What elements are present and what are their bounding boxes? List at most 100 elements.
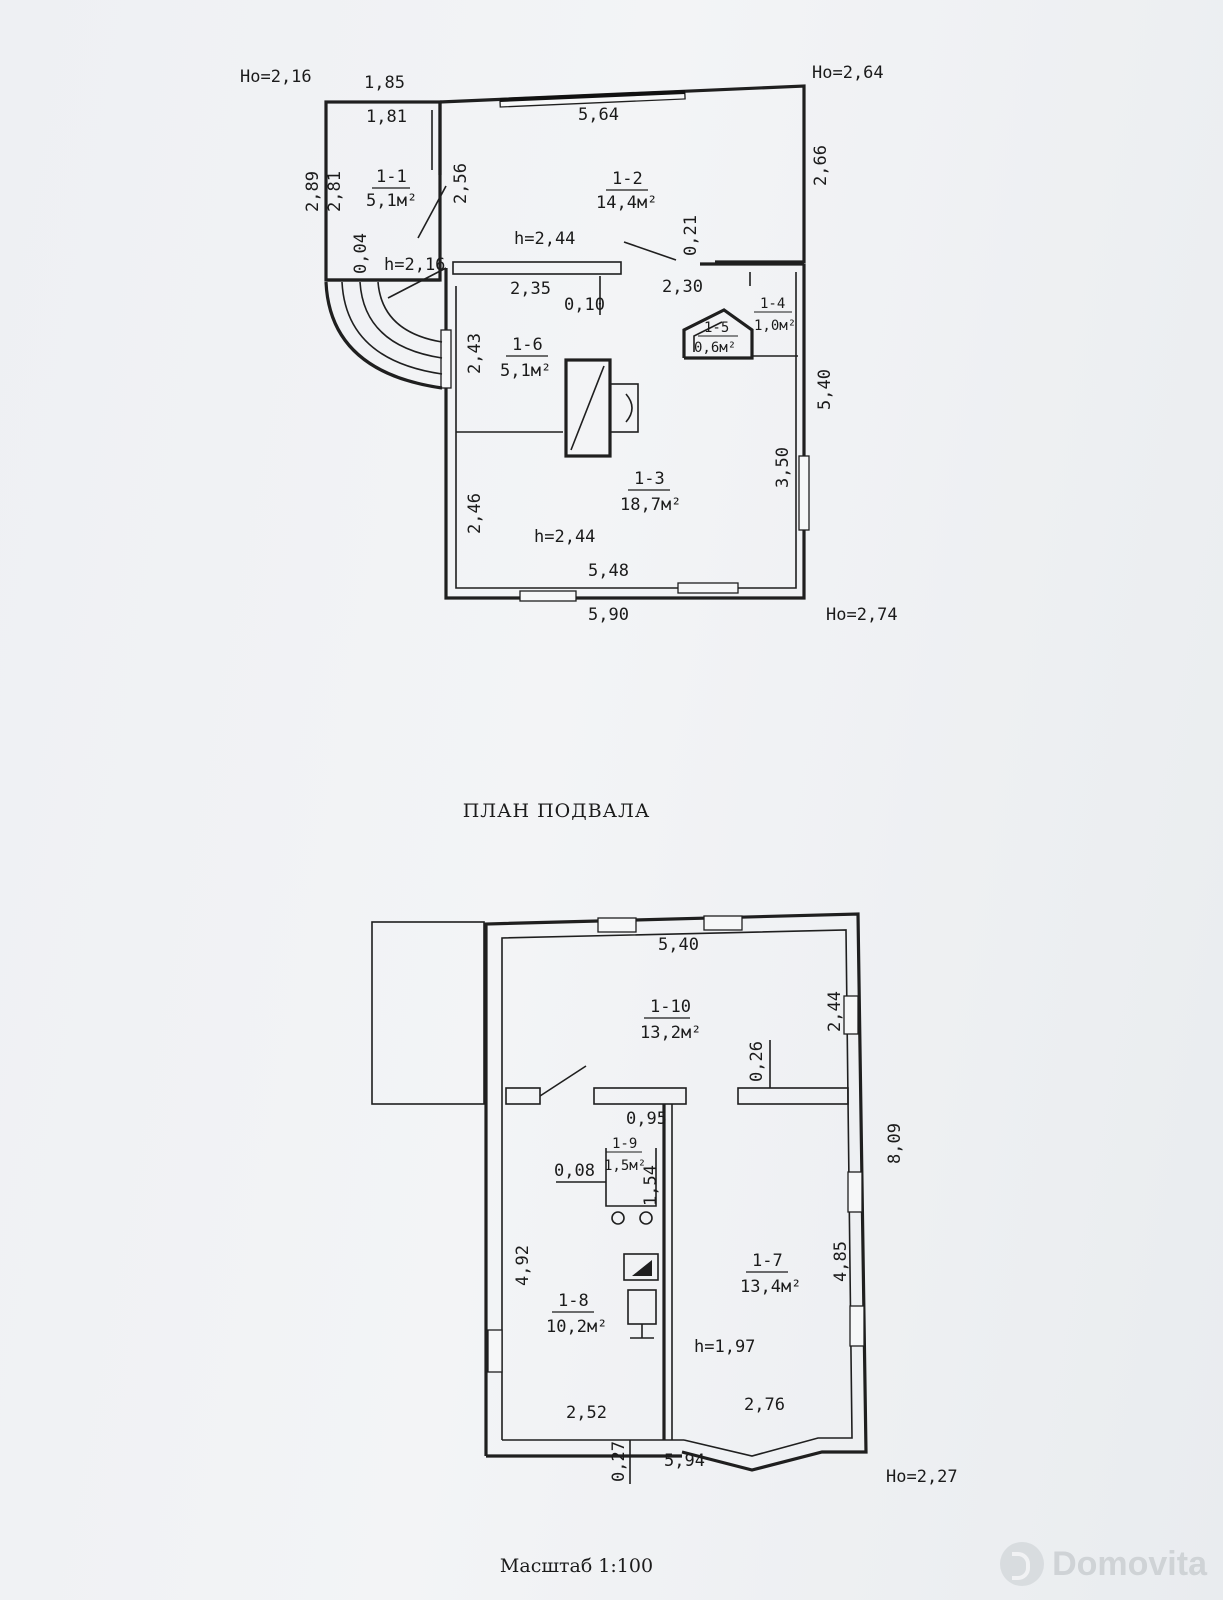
basement-window-right-3 <box>849 1305 865 1347</box>
b-dim-5-40: 5,40 <box>658 935 699 955</box>
svg-text:1-5: 1-5 <box>704 320 729 336</box>
svg-text:1-6: 1-6 <box>512 335 543 355</box>
dim-2-81: 2,81 <box>325 171 345 212</box>
svg-text:1-10: 1-10 <box>650 997 691 1017</box>
b-dim-0-27: 0,27 <box>609 1441 629 1482</box>
first-floor-plan: Ho=2,16 Ho=2,64 Ho=2,74 1,85 1,81 5,64 2… <box>240 63 898 625</box>
b-dim-4-92: 4,92 <box>513 1245 533 1286</box>
room-tag-1-10: 1-10 13,2м² <box>640 997 701 1043</box>
fixture-1 <box>611 1211 625 1225</box>
stair-arc-4 <box>377 281 443 343</box>
svg-text:1-9: 1-9 <box>612 1136 637 1152</box>
window-bottom-2 <box>677 582 739 594</box>
fixture-2 <box>639 1211 653 1225</box>
b-dim-8-09: 8,09 <box>885 1123 905 1164</box>
room-tag-1-4: 1-4 1,0м² <box>754 296 796 334</box>
dim-1-81: 1,81 <box>366 107 407 127</box>
stair-arc-outer <box>324 281 443 390</box>
door-swing-porch <box>387 267 447 299</box>
svg-text:5,1м²: 5,1м² <box>366 191 417 211</box>
room-tag-1-5: 1-5 0,6м² <box>694 320 738 356</box>
svg-text:1-2: 1-2 <box>612 169 643 189</box>
room-tag-1-1: 1-1 5,1м² <box>366 167 417 211</box>
dim-5-48: 5,48 <box>588 561 629 581</box>
basement-plan-title: ПЛАН ПОДВАЛА <box>462 800 651 822</box>
room-1-4-walls <box>751 330 798 357</box>
door-swing-1-2 <box>623 241 677 261</box>
room-1-3-inner <box>455 272 797 589</box>
partition-center <box>593 1087 687 1105</box>
partition-right <box>737 1087 849 1105</box>
basement-window-top-2 <box>703 915 743 931</box>
height-2-44-a: h=2,44 <box>514 229 575 249</box>
room-tag-1-8: 1-8 10,2м² <box>546 1291 607 1337</box>
dim-2-35: 2,35 <box>510 279 551 299</box>
dim-3-50: 3,50 <box>773 447 793 488</box>
dim-5-40: 5,40 <box>815 369 835 410</box>
basement-inner-walls <box>501 929 853 1457</box>
svg-text:1-8: 1-8 <box>558 1291 589 1311</box>
window-left <box>440 329 452 389</box>
svg-text:1,5м²: 1,5м² <box>604 1158 646 1174</box>
window-bottom-1 <box>519 590 577 602</box>
svg-text:1-4: 1-4 <box>760 296 785 312</box>
svg-text:1-3: 1-3 <box>634 469 665 489</box>
svg-text:0,6м²: 0,6м² <box>694 340 736 356</box>
room-1-5-walls <box>682 308 754 360</box>
room-tag-1-2: 1-2 14,4м² <box>596 169 657 213</box>
watermark: Domovita <box>1000 1542 1207 1586</box>
b-dim-5-94: 5,94 <box>664 1451 705 1471</box>
room-1-3-walls <box>444 264 806 600</box>
stove-box <box>609 383 639 433</box>
window-right <box>798 455 810 531</box>
b-dim-1-54: 1,54 <box>641 1165 661 1206</box>
basement-window-right-2 <box>847 1171 863 1213</box>
b-dim-0-95: 0,95 <box>626 1109 667 1129</box>
basement-annex <box>371 921 485 1105</box>
svg-text:5,1м²: 5,1м² <box>500 361 551 381</box>
b-dim-2-76: 2,76 <box>744 1395 785 1415</box>
b-dim-0-08: 0,08 <box>554 1161 595 1181</box>
svg-text:18,7м²: 18,7м² <box>620 495 681 515</box>
partition-stub-left <box>505 1087 541 1105</box>
window-top-sill <box>499 90 686 102</box>
basement-plan: 5,40 2,44 0,26 8,09 0,95 0,08 1,54 4,92 … <box>371 912 958 1487</box>
room-1-9-walls <box>605 1148 657 1207</box>
basement-window-right-1 <box>843 995 859 1035</box>
svg-text:1-7: 1-7 <box>752 1251 783 1271</box>
dim-5-64: 5,64 <box>578 105 619 125</box>
room-tag-1-6: 1-6 5,1м² <box>500 335 551 381</box>
partition-1-2-1-6 <box>452 261 622 275</box>
h0-bottom-right: Ho=2,74 <box>826 605 898 625</box>
stair-arc-3 <box>359 281 443 359</box>
dim-2-89: 2,89 <box>303 171 323 212</box>
room-tag-1-7: 1-7 13,4м² <box>740 1251 801 1297</box>
basement-window-left <box>487 1329 503 1373</box>
room-tag-1-3: 1-3 18,7м² <box>620 469 681 515</box>
basement-outer-walls <box>484 912 868 1472</box>
room-tag-1-9: 1-9 1,5м² <box>604 1136 646 1174</box>
svg-text:10,2м²: 10,2м² <box>546 1317 607 1337</box>
stair-arc-2 <box>341 281 443 375</box>
dim-5-90: 5,90 <box>588 605 629 625</box>
height-2-16: h=2,16 <box>384 255 445 275</box>
b-h0-bottom-right: Ho=2,27 <box>886 1467 958 1487</box>
b-dim-0-26: 0,26 <box>747 1041 767 1082</box>
scale-label: Масштаб 1:100 <box>499 1555 654 1577</box>
basement-window-top-1 <box>597 917 637 933</box>
boiler-mark <box>632 1260 652 1276</box>
b-dim-4-85: 4,85 <box>831 1241 851 1282</box>
dim-1-85: 1,85 <box>364 73 405 93</box>
dim-2-66: 2,66 <box>811 145 831 186</box>
svg-text:13,2м²: 13,2м² <box>640 1023 701 1043</box>
dim-2-56: 2,56 <box>451 163 471 204</box>
room-1-5-inner <box>693 321 723 352</box>
b-dim-2-52: 2,52 <box>566 1403 607 1423</box>
stove-hatch <box>570 365 605 451</box>
svg-text:1-1: 1-1 <box>376 167 407 187</box>
h0-top-left: Ho=2,16 <box>240 67 312 87</box>
b-height-1-97: h=1,97 <box>694 1337 755 1357</box>
watermark-text: Domovita <box>1052 1544 1207 1583</box>
tank <box>627 1289 657 1325</box>
